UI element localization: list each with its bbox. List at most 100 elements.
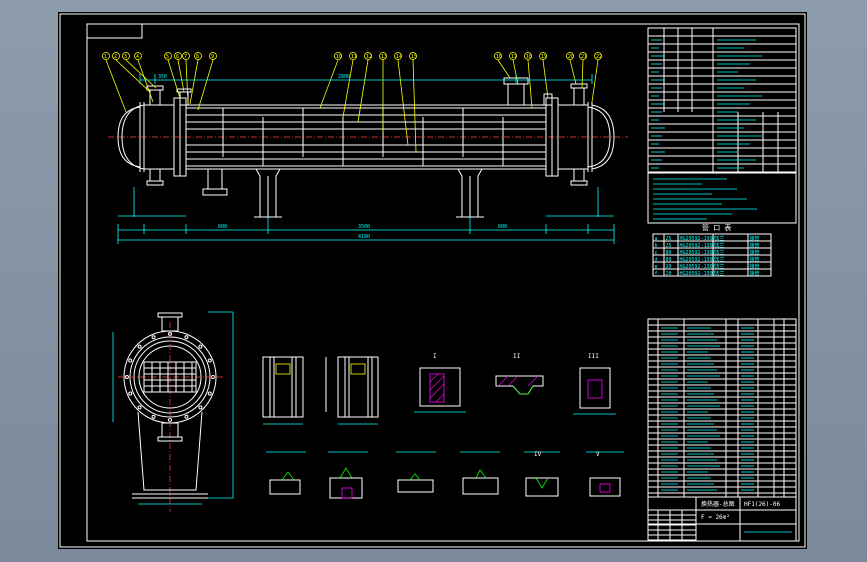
side-view xyxy=(112,311,234,512)
svg-text:2800: 2800 xyxy=(338,74,350,80)
part-balloon-number: 5 xyxy=(166,54,169,60)
svg-text:600: 600 xyxy=(218,224,227,230)
nozzle-table-cell: 接管 xyxy=(750,263,760,270)
part-balloon-number: 3 xyxy=(124,54,127,60)
nozzle-table-cell: HG20592-1997 xyxy=(680,271,716,277)
spec-table xyxy=(647,27,797,174)
nozzle-table-cell: 法兰 xyxy=(715,242,725,249)
part-balloon-number: 8 xyxy=(196,54,199,60)
outer-frame xyxy=(59,13,806,548)
part-balloon-number: 6 xyxy=(176,54,179,60)
part-balloon-number: 12 xyxy=(366,54,372,60)
part-balloon-number: 17 xyxy=(511,54,517,60)
part-balloon-number: 14 xyxy=(396,54,402,60)
inner-frame xyxy=(86,23,800,542)
part-balloon-number: 9 xyxy=(211,54,214,60)
part-balloon xyxy=(566,52,574,60)
nozzle-table-cell: 法兰 xyxy=(715,270,725,277)
part-balloon xyxy=(349,52,357,60)
part-balloon xyxy=(539,52,547,60)
nozzle-table-title: 管 口 表 xyxy=(702,223,731,232)
nozzle-table-cell: 接管 xyxy=(750,256,760,263)
nozzle-table-cell: HG20592-1997 xyxy=(680,264,716,270)
nozzle-table-cell: d xyxy=(655,257,658,263)
section-label-II: II xyxy=(513,353,521,360)
part-balloon xyxy=(334,52,342,60)
part-balloon xyxy=(594,52,602,60)
part-balloon xyxy=(134,52,142,60)
nozzle-table-cell: 接管 xyxy=(750,235,760,242)
notes-block xyxy=(647,172,797,224)
nozzle-table-cell: 25 xyxy=(666,236,672,242)
nozzle-table-cell: 接管 xyxy=(750,249,760,256)
title-block xyxy=(647,496,797,542)
nozzle-table-cell: 20 xyxy=(666,264,672,270)
parts-list xyxy=(647,318,797,498)
nozzle-table-cell: HG20592-1997 xyxy=(680,236,716,242)
part-balloon xyxy=(174,52,182,60)
nozzle-table-cell: HG20592-1997 xyxy=(680,250,716,256)
part-balloon-number: 10 xyxy=(336,54,342,60)
nozzle-table-cell: 接管 xyxy=(750,270,760,277)
part-balloon xyxy=(102,52,110,60)
part-balloon xyxy=(579,52,587,60)
nozzle-table-cell: 法兰 xyxy=(715,235,725,242)
part-balloon-number: 1 xyxy=(104,54,107,60)
part-balloon xyxy=(209,52,217,60)
nozzle-table-cell: e xyxy=(655,264,658,270)
drawing-number: HF1(26)-06 xyxy=(744,501,781,508)
nozzle-table-cell: 80 xyxy=(666,257,672,263)
svg-text:3500: 3500 xyxy=(358,224,370,230)
part-balloon xyxy=(524,52,532,60)
nozzle-table-cell: 法兰 xyxy=(715,256,725,263)
part-balloon-number: 22 xyxy=(596,54,602,60)
nozzle-table-cell: 25 xyxy=(666,243,672,249)
nozzle-table-cell: c xyxy=(655,250,658,256)
section-label-I: I xyxy=(433,353,437,360)
part-balloon-number: 7 xyxy=(184,54,187,60)
part-balloon xyxy=(164,52,172,60)
part-balloon xyxy=(409,52,417,60)
part-balloon-number: 4 xyxy=(136,54,139,60)
detail-views xyxy=(262,356,624,499)
svg-text:600: 600 xyxy=(498,224,507,230)
part-balloon xyxy=(379,52,387,60)
nozzle-table-cell: b xyxy=(655,243,658,249)
nozzle-table-cell: a xyxy=(655,236,658,242)
nozzle-table-cell: 80 xyxy=(666,250,672,256)
part-balloon xyxy=(364,52,372,60)
nozzle-table-cell: 接管 xyxy=(750,242,760,249)
part-balloon-number: 2 xyxy=(114,54,117,60)
corner-code-box xyxy=(86,23,143,39)
svg-text:350: 350 xyxy=(158,74,167,80)
svg-text:4180: 4180 xyxy=(358,234,370,240)
nozzle-table-cell: 20 xyxy=(666,271,672,277)
nozzle-table-cell: HG20592-1997 xyxy=(680,257,716,263)
section-label-III: III xyxy=(588,353,599,360)
nozzle-table-cell: HG20592-1997 xyxy=(680,243,716,249)
part-balloon xyxy=(494,52,502,60)
part-balloon-number: 11 xyxy=(351,54,357,60)
part-balloon xyxy=(194,52,202,60)
drawing-title-line-2: F = 26m² xyxy=(701,514,730,521)
nozzle-table-cell: 法兰 xyxy=(715,263,725,270)
part-balloon xyxy=(394,52,402,60)
part-balloon xyxy=(509,52,517,60)
section-label-V: V xyxy=(596,451,600,458)
part-balloon-number: 20 xyxy=(568,54,574,60)
part-balloon-number: 13 xyxy=(381,54,387,60)
part-balloon-number: 15 xyxy=(411,54,417,60)
nozzle-table-cell: 法兰 xyxy=(715,249,725,256)
nozzle-table-cell: f xyxy=(655,271,658,277)
part-balloon-number: 16 xyxy=(496,54,502,60)
part-balloon xyxy=(122,52,130,60)
drawing-title-line-1: 换热器-总图 xyxy=(701,500,735,508)
part-balloon xyxy=(182,52,190,60)
part-balloon-number: 18 xyxy=(526,54,532,60)
part-balloon-number: 19 xyxy=(541,54,547,60)
